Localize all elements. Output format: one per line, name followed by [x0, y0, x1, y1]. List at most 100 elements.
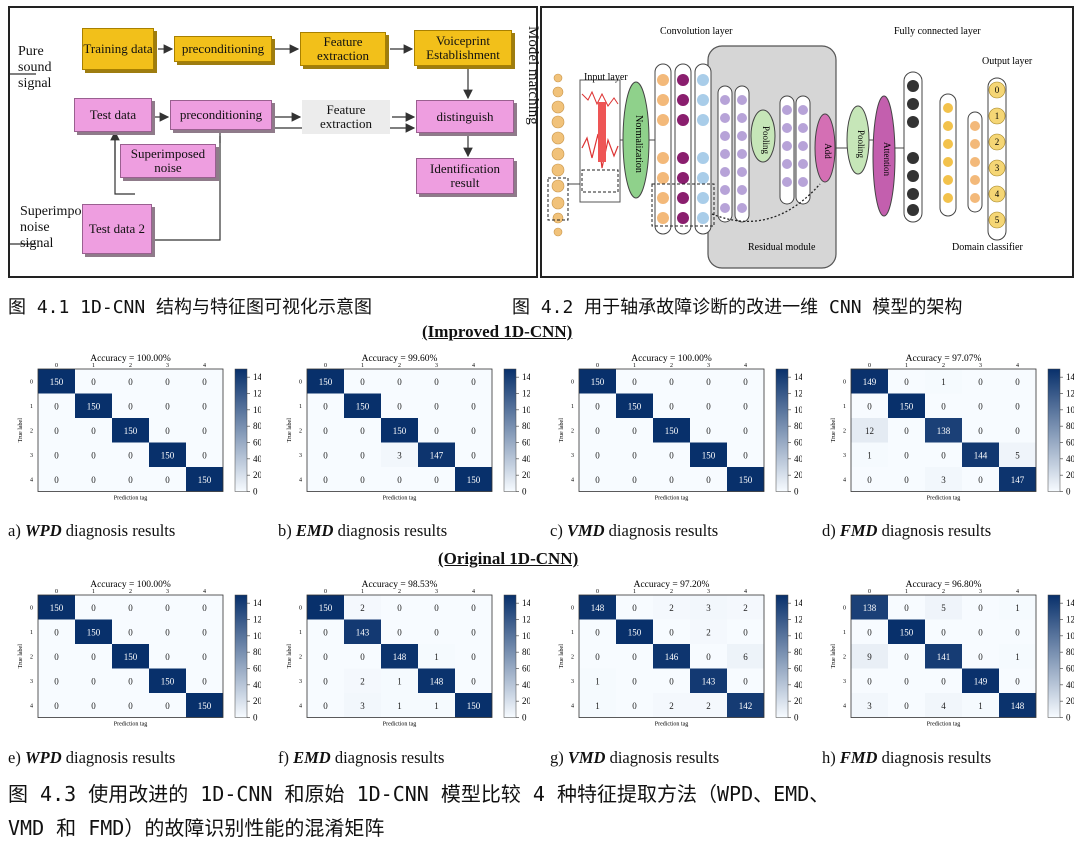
- fig43-caption-line1: 图 4.3 使用改进的 1D-CNN 和原始 1D-CNN 模型比较 4 种特征…: [8, 782, 830, 806]
- cm-d-cell: [888, 418, 925, 443]
- cm-a-cell-value: 150: [50, 377, 64, 387]
- cm-a-ytick: 3: [30, 453, 33, 459]
- cm-f-cell-value: 0: [471, 603, 476, 613]
- cm-d-cell: [888, 369, 925, 394]
- cm-e-colorbar-label: 100: [253, 631, 261, 641]
- cm-h-cell: [851, 668, 888, 693]
- fig42-architecture: Normalization Pooling Add Pooling Attent…: [547, 26, 1033, 269]
- cm-a-cell: [149, 393, 186, 418]
- cm-c-xtick: 2: [670, 363, 673, 369]
- cm-f-title: Accuracy = 98.53%: [362, 580, 438, 590]
- cm-c-cell-value: 0: [743, 401, 748, 411]
- cm-e-cell-value: 0: [165, 603, 170, 613]
- cm-e-cell: [38, 619, 75, 644]
- cm-d-colorbar-label: 0: [1066, 487, 1071, 497]
- cm-d-cell: [925, 418, 962, 443]
- cm-f-cell-value: 148: [393, 652, 407, 662]
- cm-d-colorbar-label: 40: [1066, 454, 1074, 464]
- feature-extraction-mid-box: Feature extraction: [302, 100, 390, 134]
- cm-b-cell: [455, 393, 492, 418]
- cm-b-cell-value: 0: [323, 426, 328, 436]
- domain-classifier-label: Domain classifier: [952, 242, 1023, 253]
- cm-d-cell: [962, 369, 999, 394]
- cm-a-cell: [38, 369, 75, 394]
- cm-d-colorbar-label: 140: [1066, 372, 1074, 382]
- cm-a-cell-value: 0: [202, 426, 207, 436]
- cm-h-cell: [962, 668, 999, 693]
- cm-h-cell: [925, 668, 962, 693]
- cm-g-cell: [616, 619, 653, 644]
- cm-f-cell: [455, 595, 492, 620]
- cm-a-ytick: 4: [30, 477, 33, 483]
- cm-f-cell: [344, 668, 381, 693]
- cm-h-cell-value: 0: [978, 652, 983, 662]
- cm-f-cell: [455, 619, 492, 644]
- cm-h-colorbar-label: 80: [1066, 647, 1074, 657]
- cm-d-cell: [999, 442, 1036, 467]
- cm-a-ytick: 2: [30, 428, 33, 434]
- cm-a-title: Accuracy = 100.00%: [90, 354, 171, 364]
- cm-f-ytick: 0: [299, 605, 302, 611]
- cm-e-cell-value: 0: [91, 676, 96, 686]
- cm-f-cell-value: 0: [471, 652, 476, 662]
- cm-a-cell: [149, 369, 186, 394]
- cm-e-ytick: 4: [30, 703, 33, 709]
- cm-h-xtick: 1: [905, 589, 908, 595]
- cm-f-cell: [418, 693, 455, 718]
- cm-g-cell: [579, 595, 616, 620]
- cm-b-cell: [307, 369, 344, 394]
- cm-d-cell-value: 12: [865, 426, 874, 436]
- cm-c-cell-value: 150: [665, 426, 679, 436]
- cm-d-cell-value: 0: [941, 450, 946, 460]
- cm-f-cell-value: 1: [397, 701, 402, 711]
- input-layer-label: Input layer: [584, 72, 628, 83]
- cm-g-xtick: 1: [633, 589, 636, 595]
- cm-d-cell: [999, 467, 1036, 492]
- cm-e-colorbar-label: 60: [253, 664, 261, 674]
- cm-d-cell: [999, 369, 1036, 394]
- cm-a-cell-value: 0: [91, 426, 96, 436]
- output-node-5: 5: [995, 215, 1000, 225]
- fig42-caption: 图 4.2 用于轴承故障诊断的改进一维 CNN 模型的架构: [512, 297, 963, 318]
- cm-g-cell-value: 0: [632, 603, 637, 613]
- cm-a-cell: [38, 393, 75, 418]
- pure-sound-signal-label: Pure sound signal: [18, 44, 52, 91]
- cm-a-cell: [75, 393, 112, 418]
- cm-c-cell-value: 150: [628, 401, 642, 411]
- cm-h-cell-value: 0: [978, 627, 983, 637]
- cm-g-cell-value: 1: [595, 676, 600, 686]
- cm-g-ylabel: True label: [559, 644, 565, 669]
- cm-g-cell-value: 1: [595, 701, 600, 711]
- cm-d-cell: [925, 467, 962, 492]
- training-data-box: Training data: [82, 28, 154, 70]
- cm-a-colorbar: [234, 368, 248, 492]
- cm-f-cell: [381, 619, 418, 644]
- cm-h-cell-value: 149: [974, 676, 988, 686]
- cm-d-cell: [888, 442, 925, 467]
- cm-a-cell-value: 0: [54, 450, 59, 460]
- cm-g-cell-value: 0: [706, 652, 711, 662]
- cm-a-cell: [112, 467, 149, 492]
- cm-c-cell-value: 0: [706, 377, 711, 387]
- cm-b-cell: [418, 393, 455, 418]
- superimposed-noise-box: Superimposed noise: [120, 144, 216, 178]
- cm-a-colorbar-label: 140: [253, 372, 261, 382]
- cm-f-cell: [381, 668, 418, 693]
- cm-e-cell-value: 0: [91, 701, 96, 711]
- cm-f-cell-value: 150: [467, 701, 481, 711]
- cm-c-xtick: 0: [596, 363, 599, 369]
- cm-c-ytick: 2: [571, 428, 574, 434]
- cm-g-colorbar-label: 140: [794, 598, 802, 608]
- cm-c-cell: [727, 442, 764, 467]
- original-header: (Original 1D-CNN): [438, 549, 579, 568]
- cm-g-cell: [653, 644, 690, 669]
- cm-h-xtick: 2: [942, 589, 945, 595]
- cm-a-cell-value: 0: [54, 401, 59, 411]
- cm-f-cell-value: 148: [430, 676, 444, 686]
- cm-e-cell: [38, 693, 75, 718]
- cm-d-xtick: 4: [1016, 363, 1019, 369]
- cm-b-cell: [381, 418, 418, 443]
- cm-b-colorbar-label: 140: [522, 372, 530, 382]
- output-node-4: 4: [995, 189, 1000, 199]
